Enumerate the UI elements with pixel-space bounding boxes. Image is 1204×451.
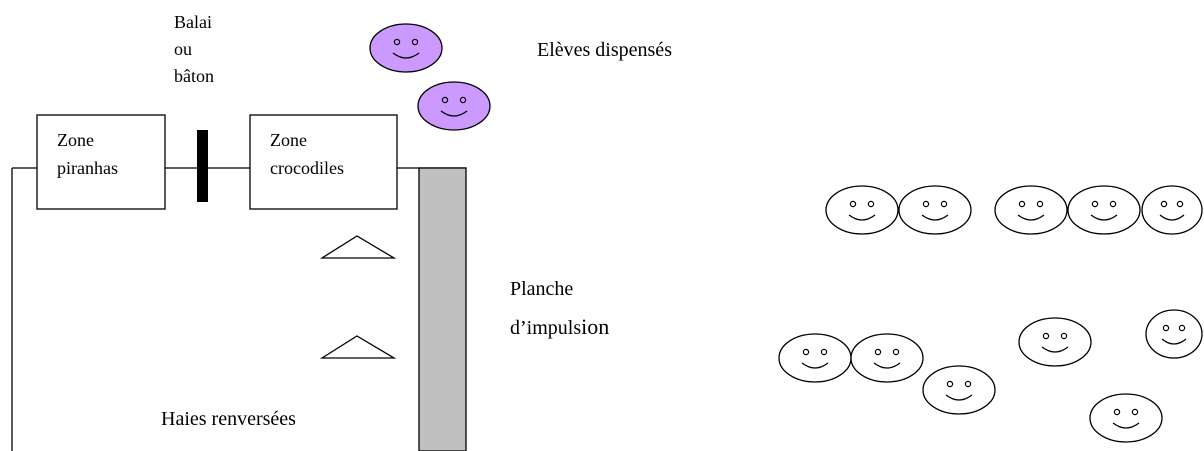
student-face-icon bbox=[825, 185, 899, 235]
balai-label: Balai ou bâton bbox=[174, 12, 214, 86]
planche-label-line1: Planche bbox=[510, 278, 573, 300]
zone-crocodiles-label-line1: Zone bbox=[270, 130, 307, 150]
balai-label-line3: bâton bbox=[174, 66, 214, 86]
balai-label-line1: Balai bbox=[174, 12, 212, 32]
planche-label-line2-part2: ion bbox=[581, 314, 609, 339]
student-face-icon bbox=[1089, 393, 1163, 443]
hurdle-triangle-icon bbox=[319, 235, 397, 259]
eleves-dispenses-label: Elèves dispensés bbox=[537, 39, 672, 61]
planche-label-line2-part1: d’impuls bbox=[510, 317, 581, 339]
zone-piranhas: Zone piranhas bbox=[36, 114, 166, 210]
zone-crocodiles-label-line2: crocodiles bbox=[270, 158, 344, 178]
zone-piranhas-label-line1: Zone bbox=[57, 130, 94, 150]
student-face-icon bbox=[1067, 185, 1141, 235]
dispensed-student-face-icon bbox=[369, 23, 443, 73]
springboard bbox=[418, 167, 467, 451]
hurdle-triangle-icon bbox=[319, 335, 397, 359]
student-face-icon bbox=[1145, 309, 1203, 359]
student-face-icon bbox=[850, 333, 924, 383]
student-face-icon bbox=[898, 185, 972, 235]
zone-crocodiles: Zone crocodiles bbox=[249, 114, 398, 210]
student-face-icon bbox=[1018, 317, 1092, 367]
dispensed-student-face-icon bbox=[417, 81, 491, 131]
student-face-icon bbox=[994, 185, 1068, 235]
planche-label-line2: d’impulsion bbox=[510, 314, 609, 339]
student-face-icon bbox=[778, 333, 852, 383]
zone-piranhas-label-line2: piranhas bbox=[57, 158, 118, 178]
haies-label: Haies renversées bbox=[161, 408, 296, 430]
student-face-icon bbox=[1141, 185, 1203, 235]
student-face-icon bbox=[922, 365, 996, 415]
balai-label-line2: ou bbox=[174, 39, 192, 59]
planche-label: Planche d’impulsion bbox=[510, 278, 609, 339]
broom-stick bbox=[197, 130, 208, 202]
